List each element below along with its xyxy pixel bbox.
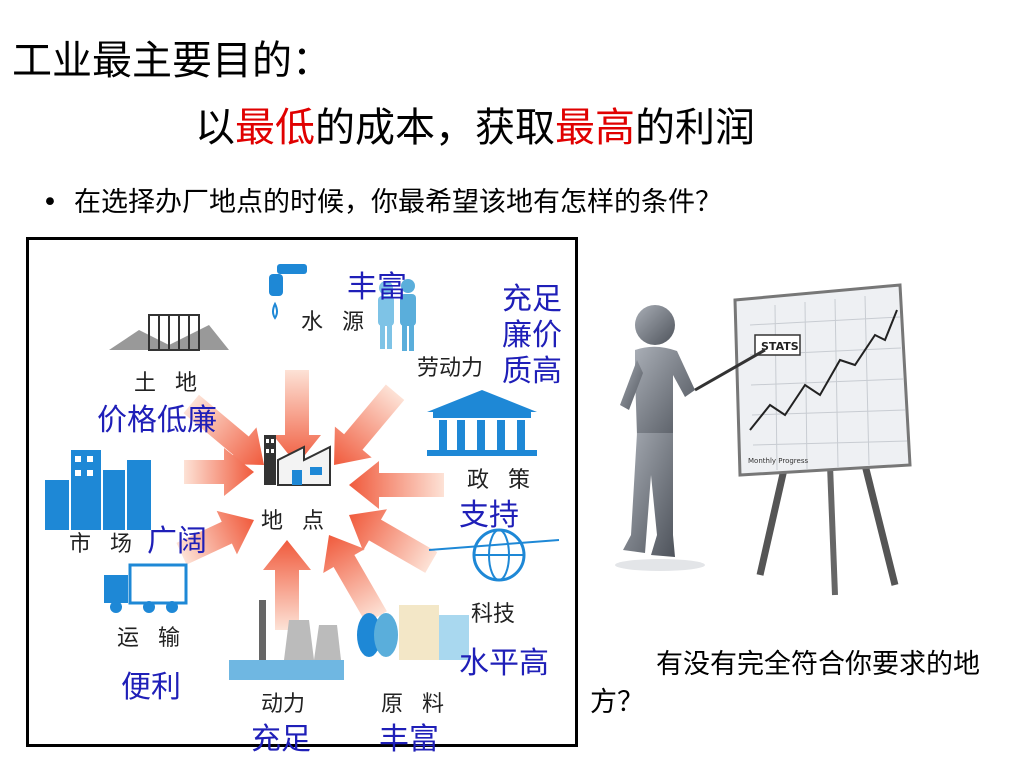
note-water: 丰富: [347, 270, 407, 305]
diagram-graphics: [45, 264, 560, 680]
bullet-question: • 在选择办厂地点的时候，你最希望该地有怎样的条件？: [42, 180, 722, 219]
arrow-from-transport: [176, 510, 254, 565]
arrow-from-power: [263, 540, 311, 630]
arrow-from-material: [323, 535, 387, 624]
arrow-from-land: [183, 394, 264, 465]
label-center: 地 点: [261, 509, 330, 534]
bullet-text: 在选择办厂地点的时候，你最希望该地有怎样的条件？: [74, 187, 722, 218]
arrow-from-policy: [349, 461, 444, 509]
factory-icon: [264, 435, 331, 486]
subtitle-red-lowest: 最低: [235, 105, 315, 151]
note-land: 价格低廉: [97, 403, 217, 438]
note-labor-line1: 充足: [502, 282, 562, 317]
city-buildings-icon: [45, 450, 151, 530]
presenter-stats-figure: STATS Monthly Progress: [585, 265, 915, 629]
note-policy: 支持: [459, 498, 519, 533]
arrow-from-market: [184, 448, 254, 496]
closing-question: 有没有完全符合你要求的地方？: [590, 649, 980, 718]
label-policy: 政 策: [467, 468, 536, 493]
label-transport: 运 输: [117, 626, 186, 651]
label-land: 土 地: [134, 371, 203, 396]
subtitle-part1: 以: [195, 105, 235, 151]
note-material: 丰富: [379, 722, 439, 757]
label-market: 市 场: [69, 532, 138, 557]
power-plant-icon: [229, 600, 344, 680]
arrow-from-water: [273, 370, 321, 465]
raw-material-icon: [357, 605, 469, 660]
note-market: 广阔: [147, 524, 207, 559]
workers-icon: [378, 279, 416, 351]
government-building-icon: [427, 390, 537, 456]
presenter-graphics: STATS Monthly Progress: [615, 283, 912, 596]
page-title: 工业最主要目的：: [12, 38, 332, 84]
label-labor: 劳动力: [417, 356, 484, 381]
label-tech: 科技: [471, 602, 516, 627]
water-tap-icon: [269, 264, 307, 320]
note-labor-line3: 质高: [502, 354, 562, 389]
board-caption: Monthly Progress: [748, 457, 808, 465]
satellite-globe-icon: [428, 528, 560, 582]
subtitle-part2: 的成本，获取: [315, 105, 555, 151]
subtitle-part3: 的利润: [635, 105, 755, 151]
note-tech: 水平高: [459, 646, 549, 681]
location-factors-diagram: 水 源 丰富 劳动力 充足 廉价 质高 土 地 价格低廉 政 策 支持 地 点 …: [26, 237, 578, 757]
label-material: 原 料: [381, 692, 450, 717]
land-icon: [109, 314, 229, 351]
subtitle: 以最低的成本，获取最高的利润: [195, 95, 755, 153]
subtitle-red-highest: 最高: [555, 105, 635, 151]
arrow-from-tech: [349, 509, 438, 573]
board-title: STATS: [761, 340, 799, 353]
note-labor-line2: 廉价: [502, 318, 562, 353]
arrows: [176, 370, 444, 630]
note-labor: 充足 廉价 质高: [502, 282, 562, 390]
note-power: 充足: [251, 722, 311, 757]
bullet-marker: •: [42, 187, 58, 218]
truck-icon: [104, 563, 188, 613]
label-power: 动力: [261, 692, 306, 717]
note-transport: 便利: [121, 670, 181, 705]
label-water: 水 源: [301, 310, 370, 335]
arrow-from-labor: [334, 384, 405, 465]
